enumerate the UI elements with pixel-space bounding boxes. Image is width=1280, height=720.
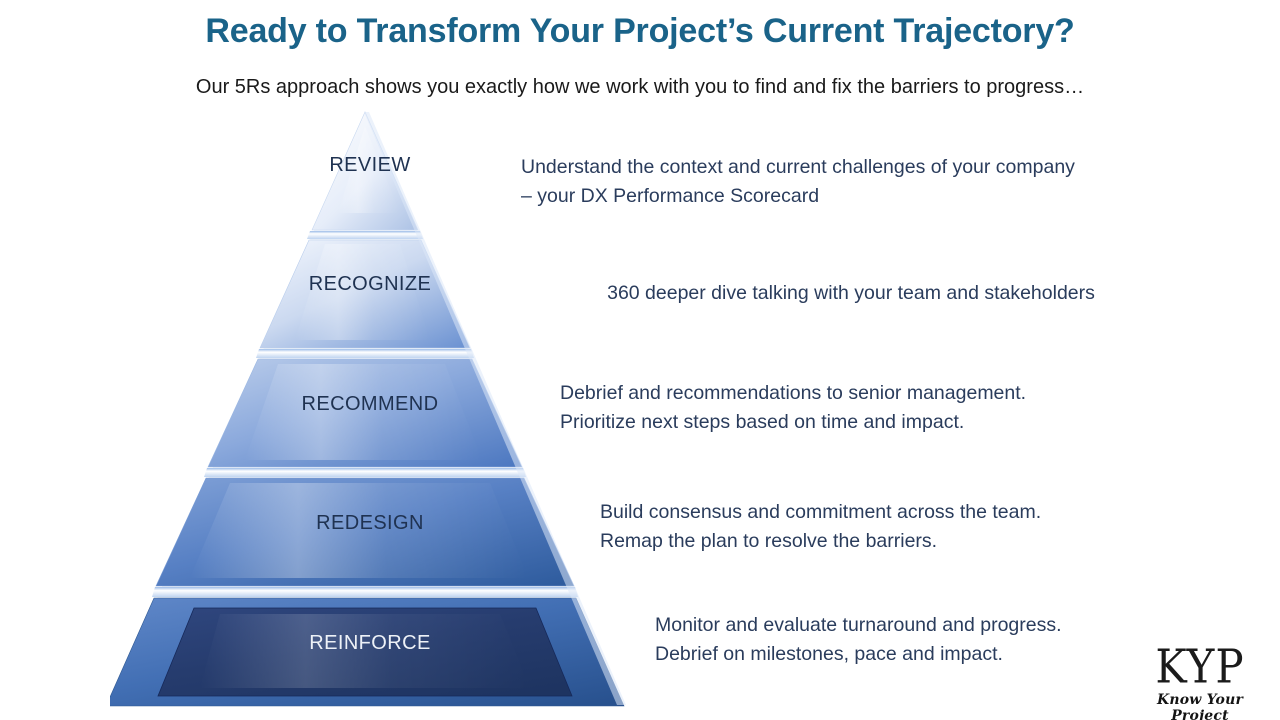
pyramid-svg (110, 111, 626, 707)
page-title: Ready to Transform Your Project’s Curren… (205, 12, 1075, 50)
tier-description-recommend: Debrief and recommendations to senior ma… (560, 382, 1027, 433)
pyramid-diagram: REVIEW RECOGNIZE RECOMMEND REDESIGN REIN… (110, 108, 630, 712)
tier-description-review: Understand the context and current chall… (521, 156, 1075, 207)
logo-tagline-text: Know Your Project (1156, 692, 1244, 720)
tier-description-redesign: Build consensus and commitment across th… (600, 501, 1042, 552)
logo-mark-text: KYP (1155, 638, 1245, 694)
tier-description-reinforce: Monitor and evaluate turnaround and prog… (655, 614, 1062, 665)
tier-description-recognize: 360 deeper dive talking with your team a… (607, 282, 1095, 304)
kyp-logo: KYP Know Your Project (1135, 638, 1265, 720)
page-subtitle: Our 5Rs approach shows you exactly how w… (195, 76, 1085, 98)
